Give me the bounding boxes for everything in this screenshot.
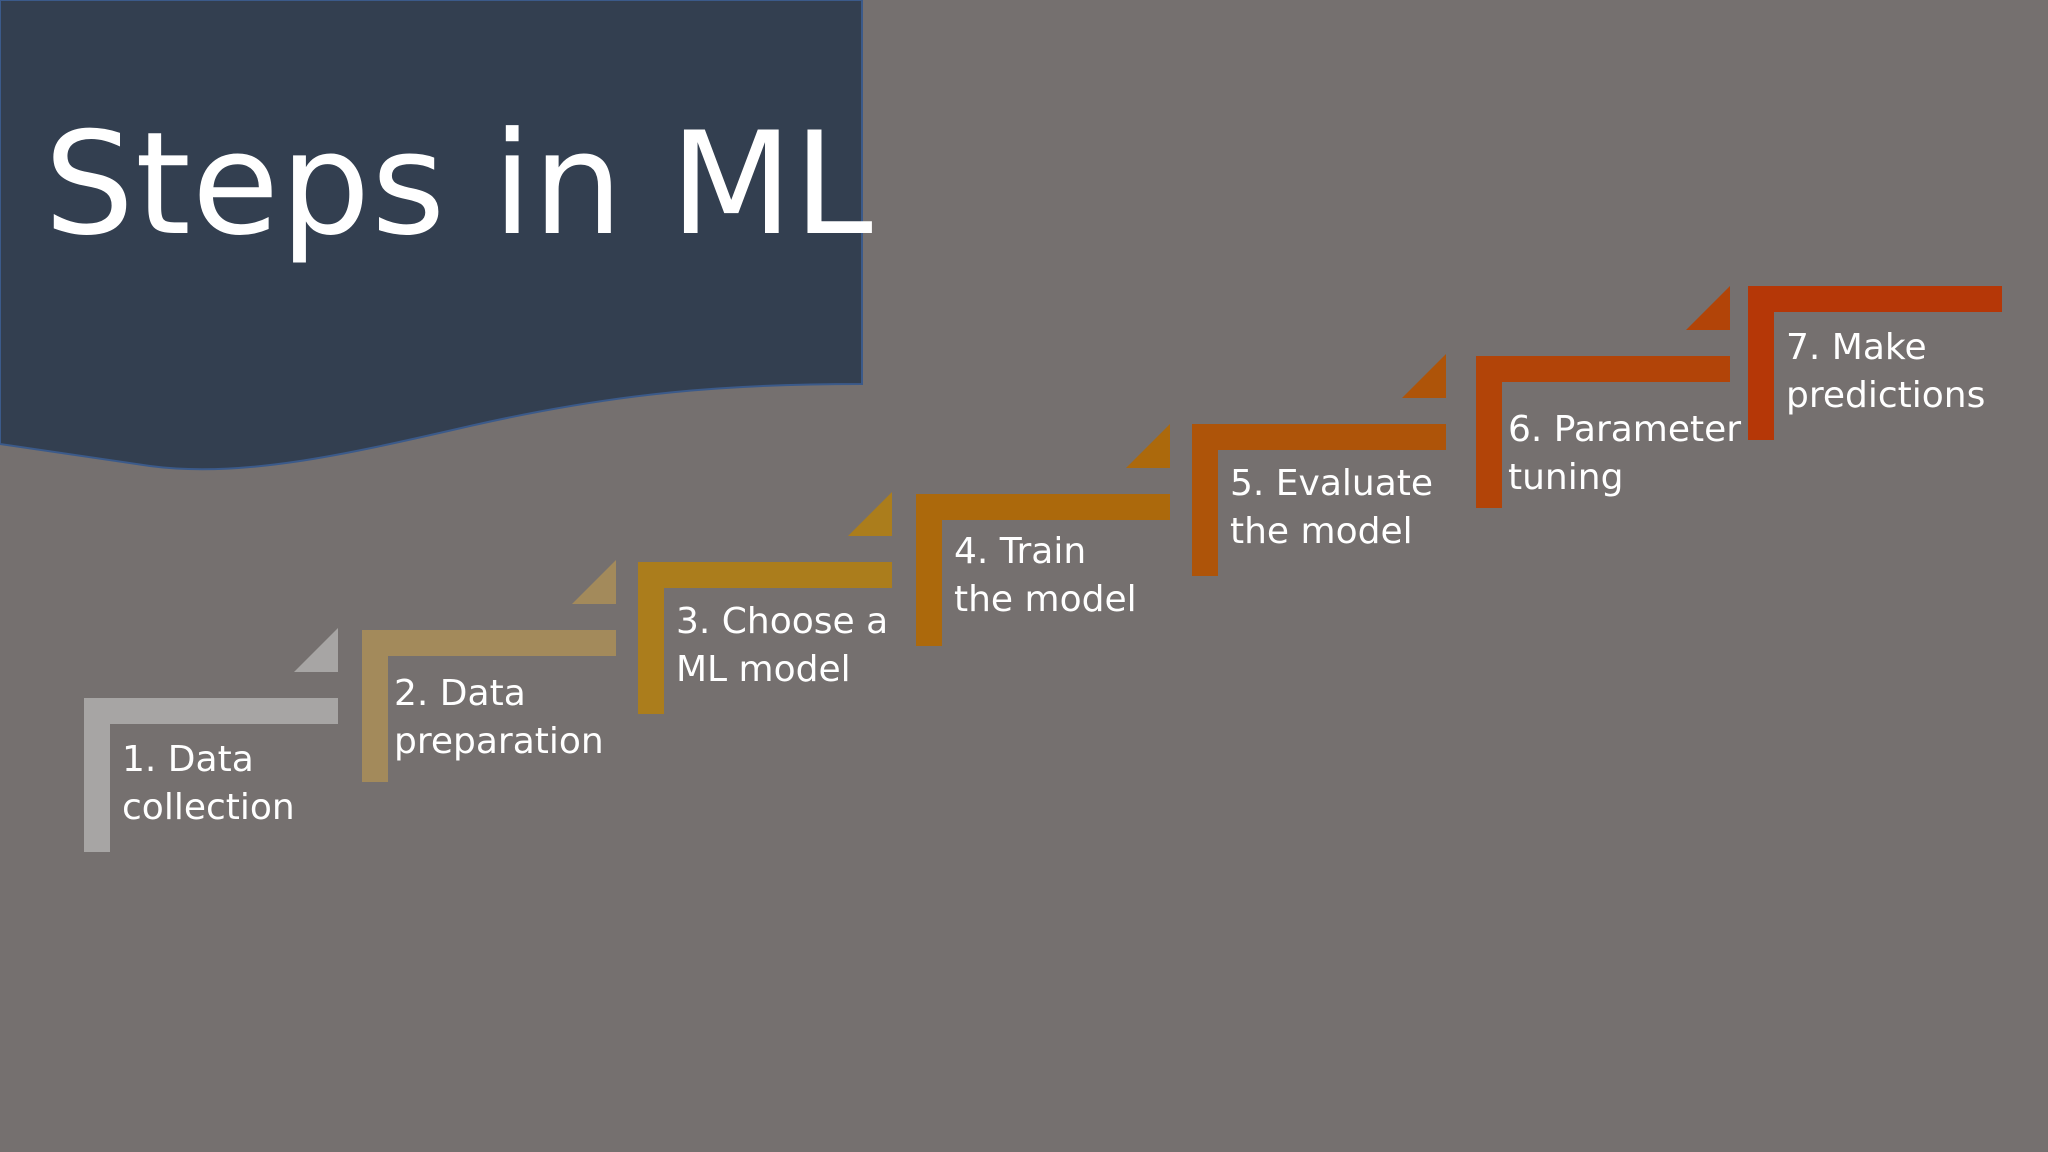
wave-banner-shape (0, 0, 863, 471)
step-4-label: 4. Train the model (954, 528, 1137, 624)
step-6-post (1476, 356, 1502, 508)
step-3-label-line2: ML model (676, 649, 851, 690)
step-2-post (362, 630, 388, 782)
step-4-corner-triangle (1126, 424, 1170, 468)
step-5-post (1192, 424, 1218, 576)
step-6-corner-triangle (1686, 286, 1730, 330)
step-7-post (1748, 286, 1774, 440)
step-1-label-line2: collection (122, 787, 295, 828)
step-7-label-line1: 7. Make (1786, 327, 1927, 368)
step-1-label: 1. Data collection (122, 736, 295, 832)
step-7-bar (1748, 286, 2002, 312)
step-4-post (916, 494, 942, 646)
step-4-label-line1: 4. Train (954, 531, 1087, 572)
slide-title: Steps in ML (44, 102, 874, 267)
step-5-corner-triangle (1402, 354, 1446, 398)
title-banner: Steps in ML (0, 0, 873, 480)
step-1-post (84, 698, 110, 852)
step-2-label-line2: preparation (394, 721, 604, 762)
step-2-label: 2. Data preparation (394, 670, 604, 766)
step-2-label-line1: 2. Data (394, 673, 526, 714)
step-6-bar (1476, 356, 1730, 382)
step-3-label: 3. Choose a ML model (676, 598, 888, 694)
step-7-label-line2: predictions (1786, 375, 1986, 416)
step-6-label-line2: tuning (1508, 457, 1624, 498)
step-3-post (638, 562, 664, 714)
step-6-label-line1: 6. Parameter (1508, 409, 1742, 450)
step-2-bar (362, 630, 616, 656)
step-5-label: 5. Evaluate the model (1230, 460, 1433, 556)
step-5-bar (1192, 424, 1446, 450)
step-4-label-line2: the model (954, 579, 1137, 620)
step-1-corner-triangle (294, 628, 338, 672)
step-4-bar (916, 494, 1170, 520)
step-5-label-line2: the model (1230, 511, 1413, 552)
step-6-label: 6. Parameter tuning (1508, 406, 1741, 502)
step-3-label-line1: 3. Choose a (676, 601, 889, 642)
step-3-corner-triangle (848, 492, 892, 536)
step-7-label: 7. Make predictions (1786, 324, 1985, 420)
step-5-label-line1: 5. Evaluate (1230, 463, 1434, 504)
step-1-label-line1: 1. Data (122, 739, 254, 780)
step-2-corner-triangle (572, 560, 616, 604)
step-3-bar (638, 562, 892, 588)
step-1-bar (84, 698, 338, 724)
